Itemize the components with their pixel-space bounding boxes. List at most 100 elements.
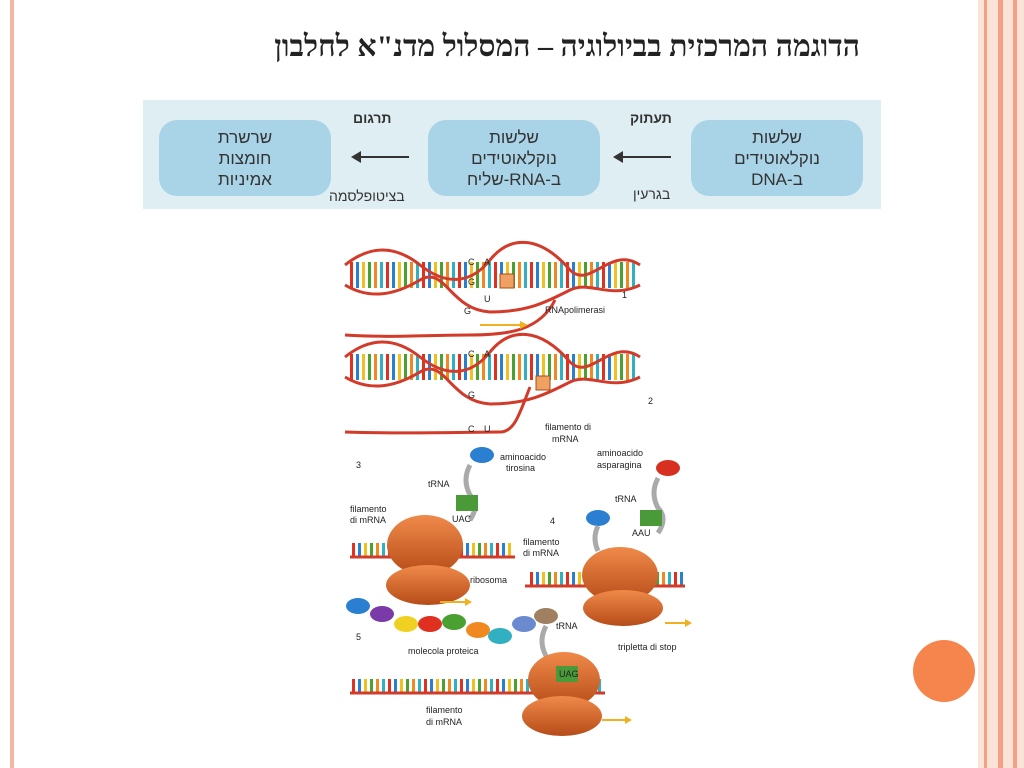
base-bar — [484, 543, 487, 557]
base-label: U — [484, 294, 491, 304]
base-bar — [410, 354, 413, 380]
dna-backbone — [344, 332, 641, 373]
amino-acid-label: tirosina — [506, 463, 535, 473]
base-label: A — [484, 349, 490, 359]
amino-acid-label: aminoacido — [597, 448, 643, 458]
flow-node-line: שרשרת — [217, 127, 273, 147]
base-bar — [460, 679, 463, 693]
base-bar — [490, 679, 493, 693]
base-bar — [626, 262, 629, 288]
base-bar — [412, 679, 415, 693]
base-bar — [454, 679, 457, 693]
base-bar — [362, 262, 365, 288]
base-bar — [410, 262, 413, 288]
base-bar — [446, 262, 449, 288]
trna-label: tRNA — [556, 621, 578, 631]
anticodon-label: AAU — [632, 528, 651, 538]
base-bar — [680, 572, 683, 586]
base-bar — [506, 354, 509, 380]
base-bar — [392, 354, 395, 380]
step-translation: תרגום — [353, 110, 392, 126]
base-bar — [598, 679, 601, 693]
base-bar — [352, 543, 355, 557]
base-bar — [368, 262, 371, 288]
slide-title: הדוגמה המרכזית בביולוגיה – המסלול מדנ"א … — [274, 30, 860, 63]
base-bar — [382, 543, 385, 557]
dna-backbone — [344, 275, 641, 314]
flow-node-line: ב-RNA-שליח — [466, 169, 562, 189]
base-bar — [548, 354, 551, 380]
amino-acid-tyrosine-icon — [586, 510, 610, 526]
base-bar — [416, 262, 419, 288]
base-bar — [566, 572, 569, 586]
base-bar — [464, 354, 467, 380]
base-bar — [472, 679, 475, 693]
base-bar — [458, 354, 461, 380]
flow-node-line: חומצות — [218, 148, 272, 168]
base-bar — [572, 572, 575, 586]
trna-label: tRNA — [615, 494, 637, 504]
rna-polymerase-icon — [535, 375, 551, 391]
base-bar — [512, 354, 515, 380]
base-bar — [490, 543, 493, 557]
base-bar — [530, 354, 533, 380]
protein-bead — [418, 616, 442, 632]
base-bar — [458, 262, 461, 288]
trna-label: tRNA — [428, 479, 450, 489]
base-bar — [398, 262, 401, 288]
amino-acid-label: asparagina — [597, 460, 642, 470]
base-bar — [514, 679, 517, 693]
base-bar — [484, 679, 487, 693]
protein-bead — [488, 628, 512, 644]
base-bar — [388, 679, 391, 693]
protein-bead — [512, 616, 536, 632]
base-bar — [386, 262, 389, 288]
base-bar — [566, 354, 569, 380]
trna-icon — [592, 524, 601, 553]
step-number: 3 — [356, 460, 361, 470]
base-bar — [422, 354, 425, 380]
base-bar — [520, 679, 523, 693]
direction-arrow-icon — [685, 619, 692, 627]
mrna-label: filamento di — [545, 422, 591, 432]
base-label: G — [464, 306, 471, 316]
anticodon-icon — [640, 510, 662, 526]
protein-bead — [394, 616, 418, 632]
base-bar — [464, 262, 467, 288]
base-bar — [394, 679, 397, 693]
base-bar — [530, 572, 533, 586]
base-bar — [398, 354, 401, 380]
dna-backbone — [344, 299, 557, 338]
base-bar — [620, 262, 623, 288]
arrow-left-icon — [613, 151, 671, 163]
base-bar — [476, 354, 479, 380]
base-bar — [614, 262, 617, 288]
base-bar — [554, 262, 557, 288]
arrow-left-icon — [351, 151, 409, 163]
right-frame-line — [998, 0, 1003, 768]
rna-polymerase-icon — [499, 273, 515, 289]
direction-arrow-icon — [625, 716, 632, 724]
base-bar — [508, 679, 511, 693]
base-bar — [488, 354, 491, 380]
base-bar — [352, 679, 355, 693]
base-bar — [416, 354, 419, 380]
ribosome-icon — [583, 590, 663, 626]
base-bar — [482, 262, 485, 288]
step-number: 5 — [356, 632, 361, 642]
right-frame-line — [1013, 0, 1017, 768]
stop-codon-label: UAG — [559, 669, 579, 679]
base-bar — [440, 354, 443, 380]
base-bar — [566, 262, 569, 288]
base-bar — [632, 354, 635, 380]
flow-node-dna: שלשות נוקלאוטידים ב-DNA — [691, 120, 863, 196]
base-bar — [430, 679, 433, 693]
amino-acid-label: aminoacido — [500, 452, 546, 462]
anticodon-label: UAC — [452, 514, 472, 524]
base-bar — [442, 679, 445, 693]
step-transcription: תעתוק — [630, 110, 672, 126]
stop-codon-box — [556, 666, 578, 682]
base-bar — [428, 262, 431, 288]
base-bar — [446, 354, 449, 380]
mrna-backbone — [344, 386, 532, 435]
